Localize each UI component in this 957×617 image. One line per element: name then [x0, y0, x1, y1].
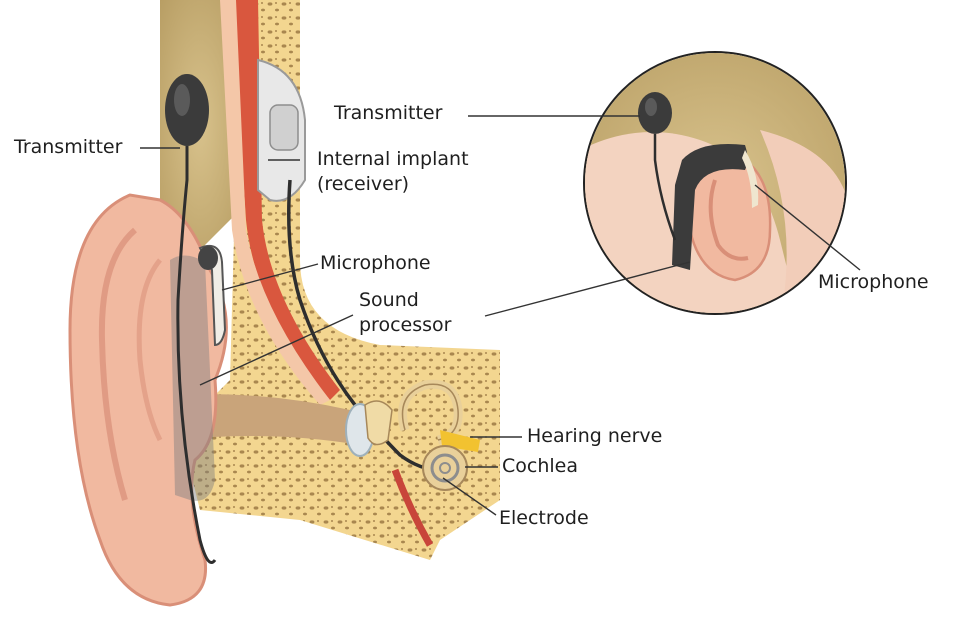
label-sound-processor-line2: processor [359, 314, 451, 337]
label-microphone-inset: Microphone [818, 271, 929, 294]
label-internal-implant: Internal implant [317, 148, 469, 171]
cochlea [423, 446, 467, 490]
transmitter-coil-highlight [174, 84, 190, 116]
label-transmitter-inset: Transmitter [334, 102, 442, 125]
label-transmitter-main: Transmitter [14, 136, 122, 159]
label-microphone-main: Microphone [320, 252, 431, 275]
label-receiver: (receiver) [317, 173, 409, 196]
ossicles [365, 401, 392, 445]
inset-content [580, 50, 850, 320]
microphone-top [198, 246, 218, 270]
implant-magnet [270, 105, 298, 150]
label-electrode: Electrode [499, 507, 589, 530]
label-sound-processor-line1: Sound [359, 289, 419, 312]
label-hearing-nerve: Hearing nerve [527, 425, 662, 448]
label-cochlea: Cochlea [502, 455, 578, 478]
